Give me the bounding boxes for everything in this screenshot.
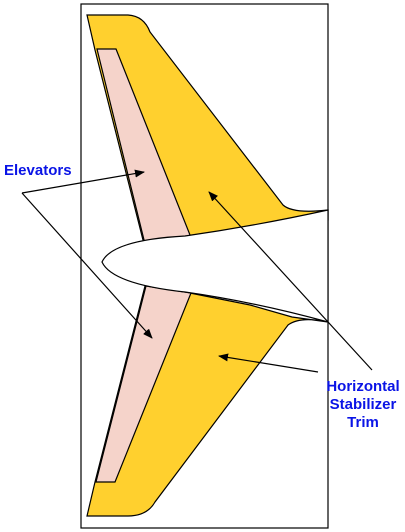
elevators-callout-line (21, 192, 153, 339)
stabilizer-trim-label: Horizontal Stabilizer Trim (318, 378, 405, 432)
fuselage (101, 209, 329, 323)
stabilizer-trim-callout-line (208, 191, 373, 371)
stabilizer-trim-label-line2: Stabilizer (329, 396, 397, 413)
elevators-label: Elevators (4, 162, 72, 179)
stabilizer-trim-callout-line (218, 353, 319, 373)
elevators-callout-line (21, 169, 145, 194)
stabilizer-trim-label-line3: Trim (347, 414, 379, 431)
stabilizer-trim-label-line1: Horizontal (326, 378, 400, 395)
